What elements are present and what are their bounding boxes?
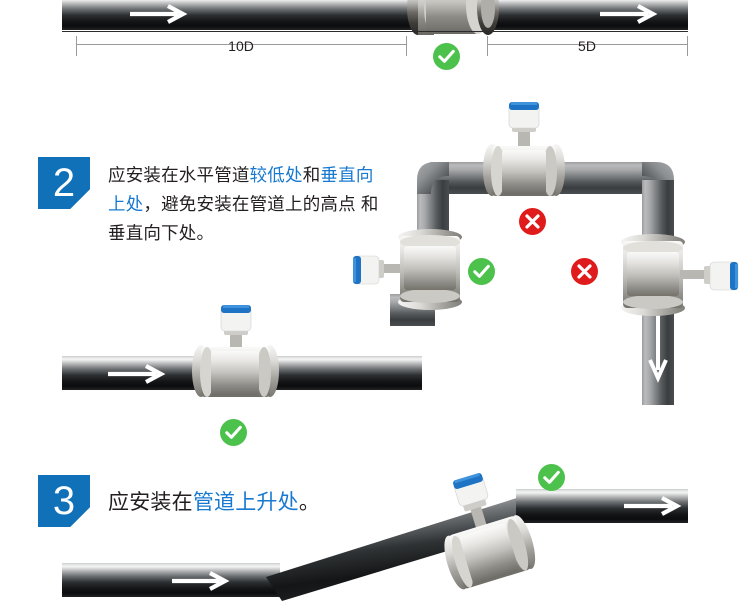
section3-inclined-pipe — [266, 497, 520, 601]
cross-icon — [519, 208, 546, 235]
dim-line-10d — [76, 44, 407, 45]
step-number-2: 2 — [38, 157, 90, 209]
check-icon — [220, 419, 247, 446]
dim-tick-right — [687, 36, 688, 56]
step3-text-run: 应安装在 — [108, 491, 193, 514]
step2-text-run: ，避免安装在管道上的高点 和垂直向下处。 — [108, 194, 379, 243]
step2-text-run-hl: 向上处 — [108, 165, 374, 214]
step2-text-run-hl: 垂直 — [320, 165, 356, 185]
flow-arrow-icon — [108, 364, 166, 384]
flow-arrow-icon — [172, 571, 230, 591]
dim-label-10d: 10D — [228, 38, 254, 54]
step-3-instruction: 应安装在管道上升处。 — [108, 488, 408, 517]
step3-text-run-hl: 管道上升处 — [192, 491, 299, 514]
step2-text-run: 和 — [302, 165, 321, 185]
section3-lower-horizontal-pipe — [62, 563, 280, 597]
flowmeter-bottom-horizontal — [178, 303, 296, 401]
dim-label-5d: 5D — [578, 38, 596, 54]
flow-arrow-icon — [624, 496, 682, 516]
step2-text-run-hl: 较低处 — [249, 165, 303, 185]
section2-elbow-top-left — [417, 162, 449, 194]
flowmeter-top-horizontal — [468, 102, 580, 200]
flowmeter-section1 — [396, 0, 508, 36]
flowmeter-inclined — [409, 456, 558, 604]
dim-tick-left — [76, 36, 77, 56]
check-icon — [538, 464, 565, 491]
dim-line-5d — [487, 44, 687, 45]
dim-tick-mid-left — [406, 36, 407, 56]
flowmeter-left-vertical — [352, 222, 478, 312]
downward-flow-arrow-icon — [648, 314, 668, 383]
flow-arrow-icon — [600, 4, 658, 24]
cross-icon — [571, 258, 598, 285]
step-number-3: 3 — [38, 475, 90, 527]
flowmeter-right-vertical — [600, 228, 745, 320]
check-icon — [468, 258, 495, 285]
step-2-instruction: 应安装在水平管道较低处和垂直向上处，避免安装在管道上的高点 和垂直向下处。 — [108, 161, 390, 248]
step2-text-run: 应安装在水平管道 — [108, 165, 250, 185]
check-icon — [433, 43, 460, 70]
section1-baseline — [62, 31, 688, 32]
flow-arrow-icon — [130, 4, 188, 24]
step3-text-run: 。 — [298, 491, 321, 514]
dim-tick-mid-right — [487, 36, 488, 56]
